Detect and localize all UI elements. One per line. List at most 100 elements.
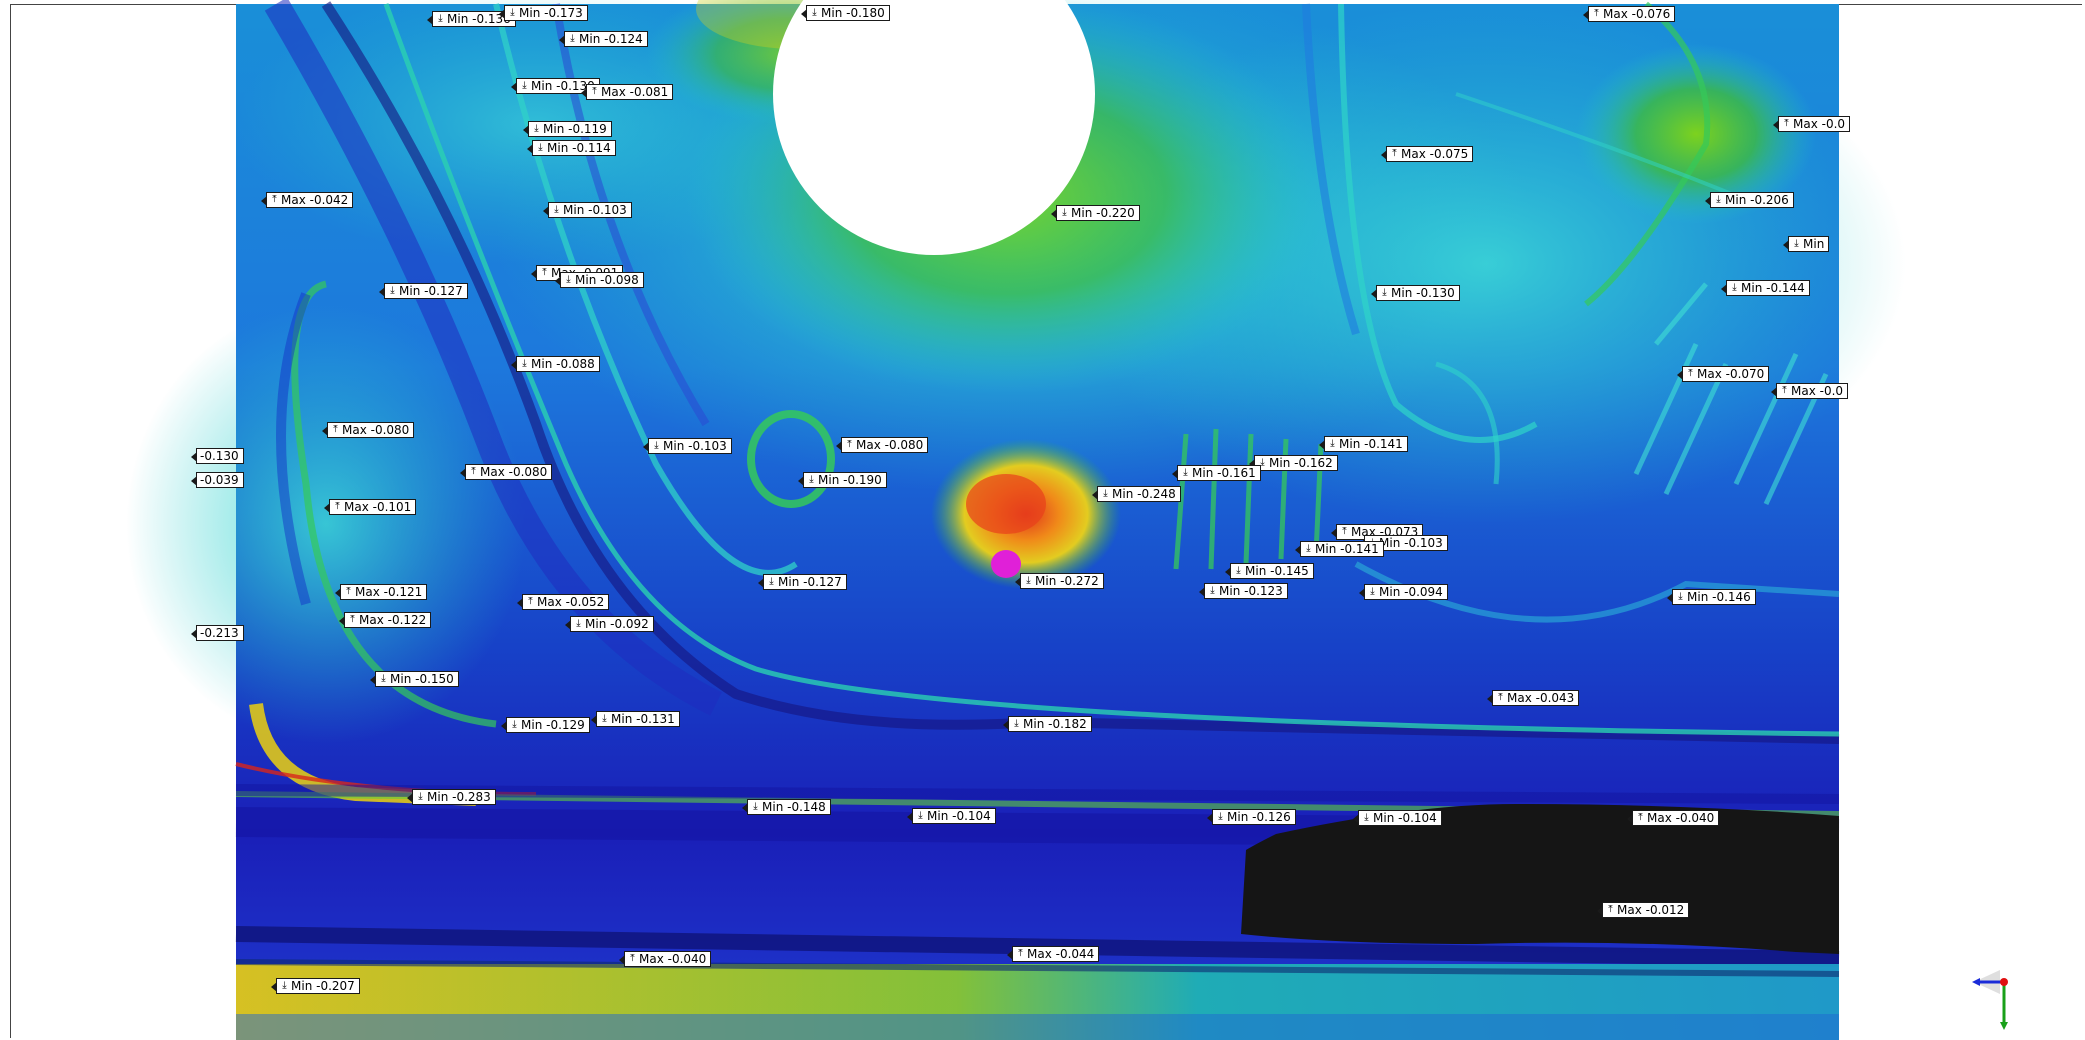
max-value-label[interactable]: ⤒Max -0.075 — [1380, 146, 1474, 162]
max-arrow-up-icon: ⤒ — [1784, 118, 1789, 129]
max-value-label[interactable]: ⤒Max -0.044 — [1006, 946, 1100, 962]
label-text: Min -0.148 — [762, 799, 826, 814]
min-arrow-down-icon: ⤓ — [570, 33, 575, 44]
hole-cutout — [773, 0, 1095, 255]
min-value-label[interactable]: ⤓Min -0.126 — [1207, 809, 1296, 825]
min-value-label[interactable]: ⤓ Min -0.119 — [523, 121, 612, 137]
max-value-label[interactable]: ⤒Max -0.081 — [580, 84, 674, 100]
min-arrow-down-icon: ⤓ — [534, 123, 539, 134]
min-value-label[interactable]: ⤓Min -0.207 — [271, 978, 360, 994]
max-value-label[interactable]: ⤒Max -0.042 — [260, 192, 354, 208]
min-value-label[interactable]: ⤓Min -0.150 — [370, 671, 459, 687]
max-value-label[interactable]: ⤒Max -0.121 — [334, 584, 428, 600]
min-value-label[interactable]: ⤓Min -0.206 — [1705, 192, 1794, 208]
max-arrow-up-icon: ⤒ — [542, 267, 547, 278]
label-text: Max -0.0 — [1791, 383, 1844, 398]
max-arrow-up-icon: ⤒ — [1688, 368, 1693, 379]
min-value-label[interactable]: ⤓Min -0.161 — [1172, 465, 1261, 481]
value-label[interactable]: -0.213 — [191, 625, 244, 641]
label-text: Min -0.126 — [1227, 809, 1291, 824]
label-text: Max -0.076 — [1603, 6, 1671, 21]
min-value-label[interactable]: ⤓Min -0.094 — [1359, 584, 1448, 600]
label-text: Min -0.092 — [585, 616, 649, 631]
label-text: Min -0.119 — [543, 121, 607, 136]
min-value-label[interactable]: ⤓Min -0.088 — [511, 356, 600, 372]
label-text: Min -0.104 — [1373, 810, 1437, 825]
max-value-label[interactable]: ⤒Max -0.0 — [1770, 383, 1849, 399]
min-value-label[interactable]: ⤓Min -0.283 — [407, 789, 496, 805]
label-text: Min -0.206 — [1725, 192, 1789, 207]
min-value-label[interactable]: ⤓Min -0.144 — [1721, 280, 1810, 296]
min-value-label[interactable]: ⤓Min -0.272 — [1015, 573, 1104, 589]
min-value-label[interactable]: ⤓Min -0.127 — [379, 283, 468, 299]
min-value-label[interactable]: ⤓ Min -0.173 — [499, 5, 588, 21]
max-value-label[interactable]: ⤒Max -0.076 — [1582, 6, 1676, 22]
min-arrow-down-icon: ⤓ — [1103, 488, 1108, 499]
label-text: Max -0.040 — [639, 951, 707, 966]
max-value-label[interactable]: ⤒Max -0.012 — [1596, 902, 1690, 918]
min-value-label[interactable]: ⤓Min -0.182 — [1003, 716, 1092, 732]
max-value-label[interactable]: ⤒Max -0.052 — [516, 594, 610, 610]
max-value-label[interactable]: ⤒Max -0.122 — [338, 612, 432, 628]
label-text: Min -0.124 — [579, 31, 643, 46]
max-value-label[interactable]: ⤒Max -0.0 — [1772, 116, 1851, 132]
min-value-label[interactable]: ⤓Min -0.114 — [527, 140, 616, 156]
max-value-label[interactable]: ⤒Max -0.043 — [1486, 690, 1580, 706]
min-arrow-down-icon: ⤓ — [1306, 543, 1311, 554]
min-value-label[interactable]: ⤓Min -0.162 — [1249, 455, 1338, 471]
max-value-label[interactable]: ⤒Max -0.080 — [835, 437, 929, 453]
min-value-label[interactable]: ⤓Min -0.248 — [1092, 486, 1181, 502]
min-value-label[interactable]: ⤓Min -0.092 — [565, 616, 654, 632]
min-value-label[interactable]: ⤓Min -0.131 — [591, 711, 680, 727]
max-arrow-up-icon: ⤒ — [630, 953, 635, 964]
label-text: Min -0.182 — [1023, 716, 1087, 731]
min-value-label[interactable]: ⤓Min -0.148 — [742, 799, 831, 815]
value-label[interactable]: -0.039 — [191, 472, 244, 488]
label-text: Min -0.131 — [611, 711, 675, 726]
min-arrow-down-icon: ⤓ — [809, 474, 814, 485]
max-value-label[interactable]: ⤒Max -0.040 — [1626, 810, 1720, 826]
min-value-label[interactable]: ⤓Min -0.129 — [501, 717, 590, 733]
min-value-label[interactable]: ⤓Min -0.180 — [801, 5, 890, 21]
min-value-label[interactable]: ⤓Min -0.220 — [1051, 205, 1140, 221]
min-value-label[interactable]: ⤓Min -0.127 — [758, 574, 847, 590]
max-arrow-up-icon: ⤒ — [335, 501, 340, 512]
min-arrow-down-icon: ⤓ — [510, 7, 515, 18]
min-arrow-down-icon: ⤓ — [1260, 457, 1265, 468]
max-value-label[interactable]: ⤒Max -0.101 — [323, 499, 417, 515]
min-arrow-down-icon: ⤓ — [1370, 586, 1375, 597]
min-value-label[interactable]: ⤓Min -0.141 — [1295, 541, 1384, 557]
value-label[interactable]: -0.130 — [191, 448, 244, 464]
min-value-label[interactable]: ⤓Min -0.098 — [555, 272, 644, 288]
label-text: Min -0.103 — [1379, 535, 1443, 550]
min-value-label[interactable]: ⤓Min -0.104 — [1353, 810, 1442, 826]
min-value-label[interactable]: ⤓Min -0.146 — [1667, 589, 1756, 605]
axis-triad[interactable] — [1966, 954, 2026, 1034]
max-value-label[interactable]: ⤒ Max -0.040 — [618, 951, 712, 967]
min-value-label[interactable]: ⤓Min -0.130 — [511, 78, 600, 94]
min-value-label[interactable]: ⤓ Min -0.124 — [559, 31, 648, 47]
max-arrow-up-icon: ⤒ — [350, 614, 355, 625]
max-value-label[interactable]: ⤒Max -0.070 — [1676, 366, 1770, 382]
min-value-label[interactable]: ⤓Min -0.130 — [1371, 285, 1460, 301]
min-value-label[interactable]: ⤓Min -0.145 — [1225, 563, 1314, 579]
min-arrow-down-icon: ⤓ — [538, 142, 543, 153]
min-arrow-down-icon: ⤓ — [554, 204, 559, 215]
3d-viewport[interactable]: ⤓Min -0.136⤓Min -0.173⤓Min -0.180⤒Max -0… — [126, 0, 2008, 1040]
label-text: Min -0.144 — [1741, 280, 1805, 295]
min-value-label[interactable]: ⤓Min -0.104 — [907, 808, 996, 824]
min-value-label[interactable]: ⤓Min -0.190 — [798, 472, 887, 488]
max-value-label[interactable]: ⤒Max -0.080 — [321, 422, 415, 438]
min-value-label[interactable]: ⤓Min -0.136 — [427, 11, 516, 27]
max-value-label[interactable]: ⤒Max -0.080 — [459, 464, 553, 480]
min-arrow-down-icon: ⤓ — [418, 791, 423, 802]
min-value-label[interactable]: ⤓Min -0.141 — [1319, 436, 1408, 452]
min-value-label[interactable]: ⤓Min -0.103 — [543, 202, 632, 218]
label-text: Min -0.173 — [519, 5, 583, 20]
label-text: Max -0.075 — [1401, 146, 1469, 161]
min-value-label[interactable]: ⤓Min -0.103 — [643, 438, 732, 454]
min-value-label[interactable]: ⤓Min — [1782, 236, 1830, 252]
max-arrow-up-icon: ⤒ — [471, 466, 476, 477]
min-value-label[interactable]: ⤓Min -0.123 — [1199, 583, 1288, 599]
label-text: Min -0.141 — [1339, 436, 1403, 451]
